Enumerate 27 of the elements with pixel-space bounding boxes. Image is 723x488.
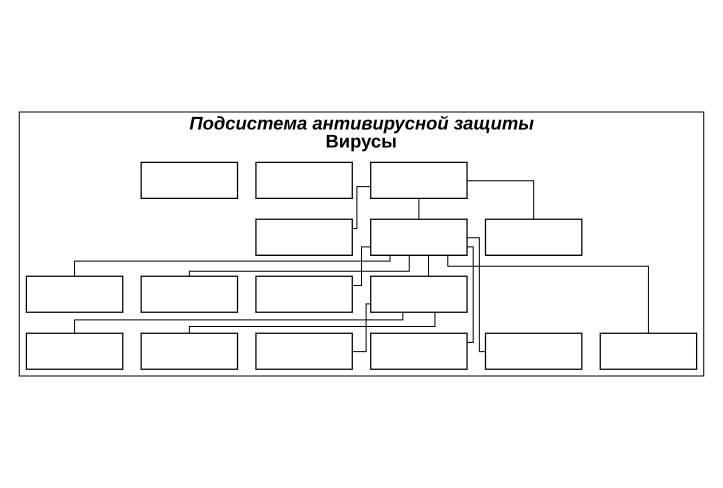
connector xyxy=(467,237,486,352)
connector xyxy=(74,255,390,276)
node-box xyxy=(484,332,582,370)
node-box xyxy=(255,162,353,199)
connector xyxy=(467,180,534,220)
node-box xyxy=(370,162,468,199)
node-box xyxy=(140,162,238,199)
connector xyxy=(352,246,370,286)
node-box xyxy=(600,332,698,370)
connector xyxy=(418,198,420,220)
node-box xyxy=(255,276,353,313)
node-box xyxy=(370,218,468,256)
connector xyxy=(188,312,436,333)
connector xyxy=(467,246,474,343)
node-box xyxy=(484,218,582,256)
node-box xyxy=(140,332,238,370)
connector xyxy=(447,255,649,334)
node-box xyxy=(370,332,468,370)
node-box xyxy=(255,218,353,256)
connector xyxy=(188,255,410,276)
connector xyxy=(428,255,430,276)
node-box xyxy=(370,276,468,313)
node-box xyxy=(255,332,353,370)
node-box xyxy=(26,276,124,313)
node-box xyxy=(140,276,238,313)
node-box xyxy=(26,332,124,370)
cluster: Подсистема антивирусной защиты Вирусы xyxy=(18,112,704,376)
